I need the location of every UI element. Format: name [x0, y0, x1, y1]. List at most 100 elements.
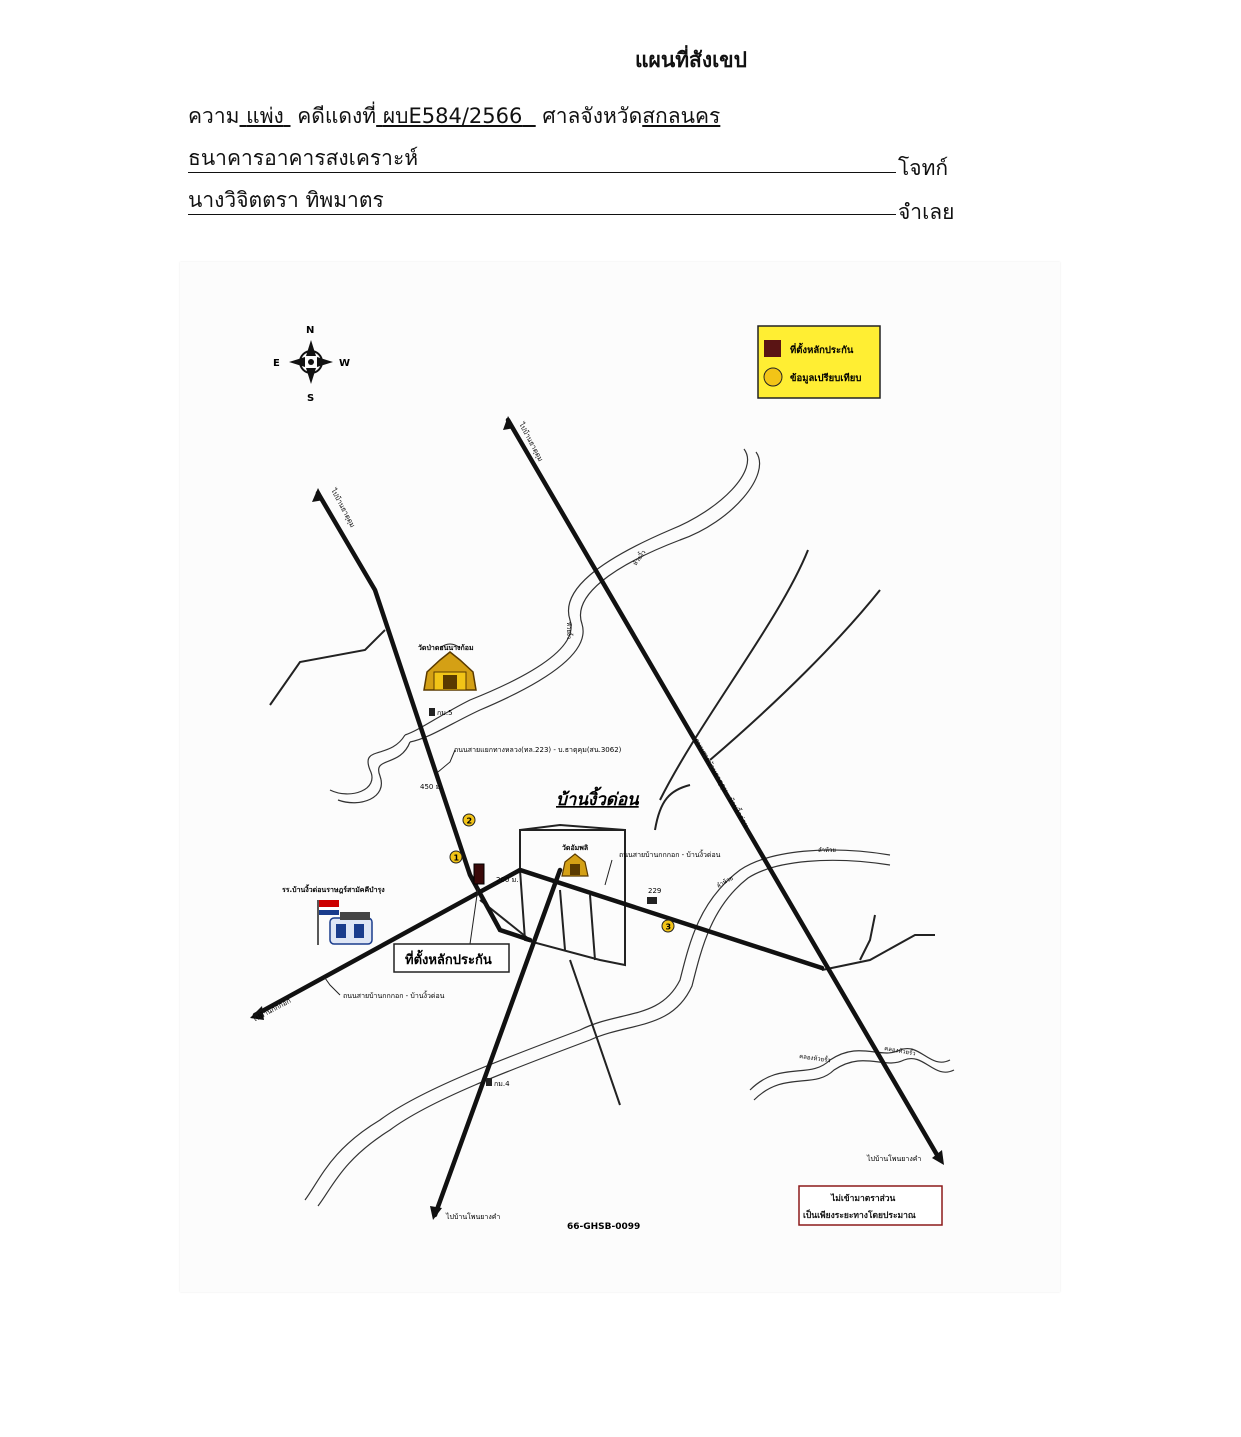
- minor-roads: [269, 549, 935, 1106]
- to-south-label: ไปบ้านโพนยางคำ: [445, 1212, 500, 1221]
- km4-marker-icon: [486, 1078, 492, 1086]
- stream-north-west-bank: [337, 741, 411, 804]
- map-canvas: N S E W ที่ตั้งหลักประกัน ข้อมูลเปรียบเท…: [250, 325, 955, 1232]
- village-name-label: บ้านงิ้วด่อน: [556, 786, 640, 810]
- road-junction-label: ถนนสายแยกทางหลวง(ทล.223) - บ.ธาตุคุม(สน.…: [454, 746, 622, 754]
- road-village-east: [654, 784, 691, 831]
- defendant-underline: [188, 214, 896, 215]
- village-block-top: [519, 823, 626, 831]
- page-title: แผนที่สังเขป: [635, 48, 747, 72]
- streams: [304, 448, 955, 1207]
- case-type: แพ่ง: [246, 104, 284, 128]
- compass-east-label: E: [273, 358, 280, 369]
- road-northwest-branch: [269, 629, 386, 706]
- compass-west-label: W: [339, 358, 350, 369]
- comparison-point-1-label: 1: [454, 854, 460, 863]
- road-center-label: ถนนสายบ้านกกกอก - บ้านงิ้วด่อน: [619, 848, 721, 859]
- road-northwest-main: [315, 490, 533, 943]
- road-center-leader-line: [604, 859, 613, 886]
- map-legend: ที่ตั้งหลักประกัน ข้อมูลเปรียบเทียบ: [757, 325, 881, 399]
- comparison-point-2-label: 2: [467, 817, 473, 826]
- temple-center-label: วัดอัมพลิ: [562, 844, 588, 852]
- road-northeast-branch: [709, 589, 881, 761]
- arrow-southeast-icon: [932, 1150, 944, 1165]
- comparison-point-3-icon: [661, 919, 675, 933]
- stream-north-bank: [409, 451, 761, 743]
- court-name: สกลนคร: [642, 104, 721, 128]
- road-east-branch: [821, 934, 935, 971]
- stream-southeast: [749, 1047, 951, 1091]
- road-arrowheads: [250, 416, 944, 1220]
- road-village-inner-2: [559, 889, 566, 951]
- distance-200-label: 200 ม.: [496, 876, 518, 884]
- comparison-point-3-label: 3: [666, 923, 672, 932]
- court-label: ศาลจังหวัด: [542, 104, 643, 128]
- arrow-south-icon: [430, 1206, 442, 1220]
- stream-southeast-label: คลองห้วยรั้ว: [799, 1050, 832, 1064]
- legend-box: [757, 325, 881, 399]
- plaintiff-underline: [188, 172, 896, 173]
- stream-east-label-2: ลำห้วย: [716, 875, 735, 890]
- case-number: ผบE584/2566: [382, 104, 523, 128]
- plaintiff-name: ธนาคารอาคารสงเคราะห์: [188, 146, 419, 170]
- road-west-east-main: [252, 867, 825, 1018]
- compass-south-label: S: [307, 393, 314, 404]
- disclaimer-line-1: ไม่เข้ามาตราส่วน: [830, 1193, 896, 1204]
- compass-icon: N S E W: [273, 325, 350, 404]
- arrow-west-icon: [250, 1006, 264, 1020]
- comparison-points: 1 2 3: [449, 813, 675, 933]
- marker-229-icon: [647, 897, 657, 904]
- stream-north-west: [329, 734, 406, 795]
- road-south-main: [432, 867, 563, 1218]
- junction-leader-line: [437, 749, 456, 773]
- school-label: รร.บ้านงิ้วด่อนราษฎร์สามัคคีบำรุง: [282, 883, 385, 894]
- arrow-northwest-icon: [312, 488, 324, 502]
- temple-north-icon: [423, 643, 477, 691]
- road-north-branch: [659, 549, 809, 801]
- to-southeast-label: ไปบ้านโพนยางคำ: [866, 1154, 921, 1163]
- comparison-point-2-icon: [462, 813, 476, 827]
- road-south-branch: [569, 959, 621, 1106]
- case-line: ความ แพ่ง คดีแดงที่ ผบE584/2566 ศาลจังหว…: [188, 100, 720, 133]
- stream-east-bank: [317, 859, 891, 1207]
- school-icon: [317, 900, 373, 945]
- collateral-marker-icon: [473, 863, 485, 885]
- stream-southeast-bank: [753, 1057, 955, 1101]
- legend-comparison-label: ข้อมูลเปรียบเทียบ: [790, 372, 861, 385]
- distance-450-label: 450 ม.: [420, 783, 442, 791]
- collateral-box-label: ที่ตั้งหลักประกัน: [405, 949, 492, 968]
- stream-north-label: ห้วยงิ้ว: [629, 547, 647, 567]
- disclaimer-line-2: เป็นเพียงระยะทางโดยประมาณ: [803, 1208, 916, 1221]
- number-229-label: 229: [648, 887, 661, 895]
- collateral-label-box: [393, 943, 510, 973]
- case-no-label: คดีแดงที่: [297, 104, 377, 128]
- temple-center-icon: [561, 853, 589, 877]
- stream-east: [304, 849, 891, 1201]
- defendant-label: จำเลย: [898, 200, 955, 224]
- temple-north-label: วัดป่าดอนนางก้อม: [418, 643, 474, 652]
- km5-label: กม.5: [437, 709, 453, 717]
- stream-north: [404, 448, 749, 736]
- stream-east-label: ลำห้วย: [818, 847, 836, 854]
- to-west-label: ไปบ้านกกกอก: [250, 996, 292, 1024]
- road-diagonal-main: [505, 417, 943, 1163]
- plaintiff-label: โจทก์: [898, 156, 949, 180]
- location-map: N S E W ที่ตั้งหลักประกัน ข้อมูลเปรียบเท…: [180, 262, 1060, 1292]
- road-southwest-leader-line: [324, 977, 341, 996]
- km5-marker-icon: [429, 708, 435, 716]
- road-village-inner-1: [589, 894, 596, 961]
- road-east-spur: [859, 914, 876, 961]
- collateral-legend-swatch: [764, 340, 781, 357]
- legend-collateral-label: ที่ตั้งหลักประกัน: [790, 342, 854, 356]
- collateral-pointer-line: [469, 887, 479, 945]
- stream-southeast-label-2: คลองห้วยรั้ว: [884, 1042, 917, 1057]
- stream-north-label-2: ห้วยงิ้ว: [565, 622, 575, 639]
- case-label: ความ: [188, 104, 240, 128]
- compass-north-label: N: [306, 325, 314, 336]
- disclaimer-box: [798, 1185, 943, 1226]
- reference-code: 66-GHSB-0099: [567, 1222, 640, 1232]
- road-southwest-label: ถนนสายบ้านกกกอก - บ้านงิ้วด่อน: [343, 989, 445, 1000]
- arrow-north-icon: [503, 416, 515, 430]
- defendant-name: นางวิจิตตรา ทิพมาตร: [188, 188, 384, 212]
- comparison-point-1-icon: [449, 850, 463, 864]
